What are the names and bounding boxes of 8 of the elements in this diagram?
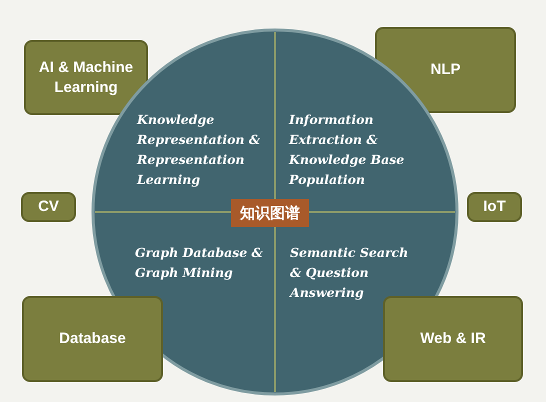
- topic-box: CV: [21, 192, 76, 222]
- topic-box: IoT: [467, 192, 522, 222]
- topic-box: Database: [22, 296, 163, 382]
- topic-box: AI & Machine Learning: [24, 40, 148, 115]
- quadrant-text: Information Extraction & Knowledge Base Population: [289, 110, 415, 190]
- topic-box: Web & IR: [383, 296, 523, 382]
- quadrant-text: Graph Database & Graph Mining: [135, 243, 265, 283]
- center-label: 知识图谱: [231, 199, 309, 227]
